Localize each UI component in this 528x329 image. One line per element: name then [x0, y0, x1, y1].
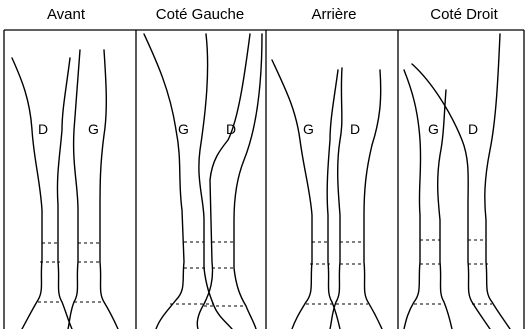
panel-arriere: G D: [272, 60, 382, 329]
label-avant-left: D: [38, 121, 48, 137]
leg-arriere-left: [272, 60, 312, 329]
panel-frame: [4, 30, 524, 329]
leg-cd-back: [412, 64, 490, 329]
label-cd-left: G: [428, 121, 439, 137]
label-cg-left: G: [178, 121, 189, 137]
leg-cd-front: [404, 70, 421, 329]
label-arriere-right: D: [350, 121, 360, 137]
leg-cg-front: [197, 34, 250, 329]
panel-avant: D G: [12, 50, 118, 329]
leg-arriere-right: [330, 68, 342, 329]
leg-avant-left: [12, 58, 42, 329]
label-cg-right: D: [226, 121, 236, 137]
leg-avant-right: [68, 50, 80, 329]
leg-cg-back: [144, 34, 184, 329]
label-avant-right: G: [88, 121, 99, 137]
panel-cote-gauche: G D: [144, 34, 262, 329]
label-cd-right: D: [468, 121, 478, 137]
label-arriere-left: G: [303, 121, 314, 137]
panel-cote-droit: G D: [404, 34, 510, 329]
